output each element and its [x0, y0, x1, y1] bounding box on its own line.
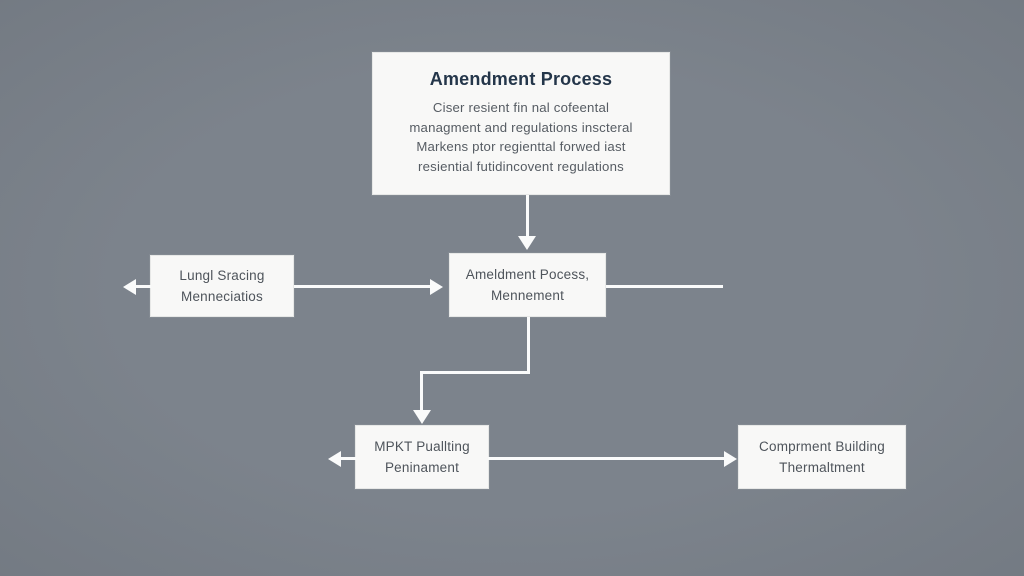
node-comprment-building[interactable]: Comprment Building Thermaltment	[738, 425, 906, 489]
arrow-bottomleft-to-bottomright-line	[488, 457, 724, 460]
node-label-line: Thermaltment	[779, 460, 865, 475]
arrow-left-exit-line	[136, 285, 151, 288]
node-label-line: Lungl Sracing	[179, 268, 265, 283]
arrow-left-to-middle-head-icon	[430, 279, 443, 295]
node-amendment-process[interactable]: Amendment Process Ciser resient fin nal …	[372, 52, 670, 195]
elbow-down-line	[420, 371, 423, 411]
arrow-left-to-middle-line	[294, 285, 431, 288]
node-label-line: Comprment Building	[759, 439, 885, 454]
node-amendment-process-body: Ciser resient fin nal cofeental managmen…	[409, 98, 632, 176]
arrow-bottomleft-to-bottomright-head-icon	[724, 451, 737, 467]
connector-middle-right-line	[606, 285, 723, 288]
arrow-bottomleft-exit-head-icon	[328, 451, 341, 467]
node-ameldment-pocess[interactable]: Ameldment Pocess, Mennement	[449, 253, 606, 317]
node-amendment-process-title: Amendment Process	[429, 69, 613, 89]
node-label-line: Peninament	[384, 460, 460, 475]
node-mpkt-puallting[interactable]: MPKT Puallting Peninament	[355, 425, 489, 489]
arrow-top-to-middle-head-icon	[518, 236, 536, 250]
body-line: Markens ptor regienttal forwed iast	[416, 139, 626, 154]
arrow-bottomleft-exit-line	[341, 457, 356, 460]
elbow-head-icon	[412, 410, 431, 424]
body-line: Ciser resient fin nal cofeental	[432, 100, 610, 115]
elbow-middle-down-line	[527, 317, 530, 374]
body-line: managment and regulations inscteral	[409, 119, 633, 135]
node-label-line: Mennement	[490, 288, 565, 303]
arrow-top-to-middle-line	[525, 195, 529, 237]
node-label-line: MPKT Puallting	[374, 439, 470, 454]
elbow-horizontal-line	[420, 371, 530, 374]
node-label-line: Menneciatios	[181, 289, 263, 304]
node-lungl-sracing[interactable]: Lungl Sracing Menneciatios	[150, 255, 294, 317]
arrow-left-exit-head-icon	[123, 279, 136, 295]
body-line: resiential futidincovent regulations	[418, 158, 624, 174]
node-label-line: Ameldment Pocess,	[465, 267, 590, 282]
